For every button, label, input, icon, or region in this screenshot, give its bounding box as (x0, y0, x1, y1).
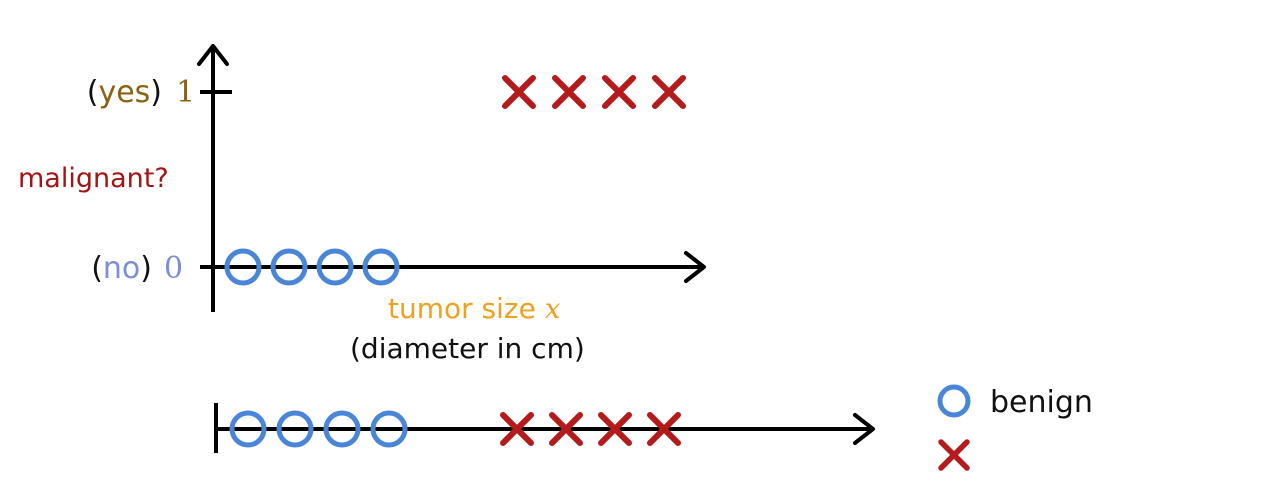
malignant-point-1 (502, 75, 536, 109)
benign-point-2 (270, 248, 308, 286)
x-axis-arrowhead (684, 251, 706, 283)
y-axis-label: malignant? (18, 163, 169, 194)
benign-point-3 (316, 248, 354, 286)
legend-label-benign: benign (990, 385, 1093, 420)
x-axis-label-units: (diameter in cm) (350, 332, 585, 365)
top-plot: (yes) 1 (no) 0 malignant? tumor size x (… (18, 44, 706, 365)
number-line (214, 403, 875, 453)
legend: benign (937, 384, 1093, 471)
number-line-malignant-1 (500, 412, 534, 446)
malignant-point-2 (552, 75, 586, 109)
number-line-arrowhead (853, 413, 875, 445)
top-plot-marks (224, 75, 686, 286)
number-line-benign-3 (323, 410, 361, 448)
benign-point-1 (224, 248, 262, 286)
yes-word: yes (98, 75, 150, 110)
number-line-marks (229, 410, 681, 448)
y-tick-number-0: 0 (164, 251, 183, 286)
benign-point-4 (362, 248, 400, 286)
number-line-benign-4 (370, 410, 408, 448)
number-line-benign-2 (276, 410, 314, 448)
y-tick-label-no: (no) (91, 251, 152, 286)
number-line-malignant-4 (647, 412, 681, 446)
y-tick-label-yes: (yes) (87, 75, 162, 110)
x-axis-label: tumor size x (388, 292, 561, 325)
y-axis-arrowhead (197, 44, 229, 66)
number-line-malignant-2 (549, 412, 583, 446)
no-word: no (103, 251, 140, 286)
circle-icon (937, 384, 971, 418)
malignant-point-4 (652, 75, 686, 109)
malignant-point-3 (602, 75, 636, 109)
y-tick-number-1: 1 (176, 75, 195, 110)
cross-icon (938, 439, 970, 471)
number-line-malignant-3 (598, 412, 632, 446)
number-line-benign-1 (229, 410, 267, 448)
